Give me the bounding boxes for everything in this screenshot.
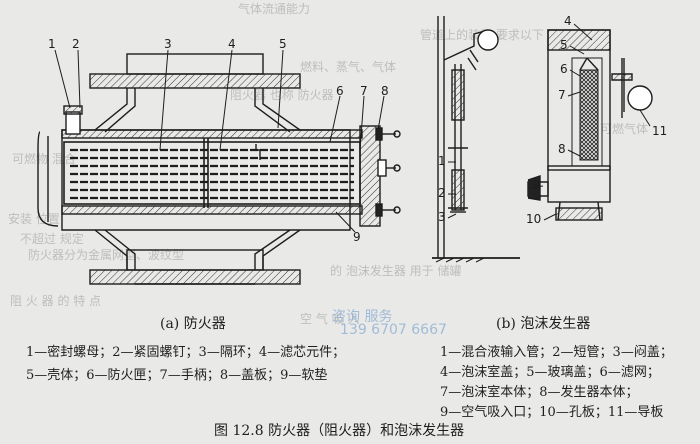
shell (61, 129, 351, 231)
bleed-text: 燃料、蒸气、气体 (300, 60, 397, 74)
arrester-label-6: 6 (336, 84, 344, 98)
foam-label-9: 9 (533, 178, 541, 192)
bleed-text: 阻火器 也称 防火器 (230, 88, 334, 102)
bleed-text: 空 气 吸 入 (300, 312, 360, 326)
arrester-label-8: 8 (381, 84, 389, 98)
figure-title: 图 12.8 防火器（阻火器）和泡沫发生器 (214, 423, 465, 439)
orifice-plate (555, 207, 603, 221)
bleed-text: 不超过 规定 (20, 232, 84, 246)
bleed-text: 的 泡沫发生器 用于 储罐 (330, 264, 462, 278)
foam-label-6: 6 (560, 62, 568, 76)
foam-label-3: 3 (438, 210, 446, 224)
foam-label-4: 4 (564, 14, 572, 28)
legend-b-line: 7—泡沫室本体；8—发生器本体； (440, 385, 639, 400)
legend-a-line: 5—壳体；6—防火匣；7—手柄；8—盖板；9—软垫 (26, 368, 328, 383)
arrester-label-7: 7 (360, 84, 368, 98)
bottom-flange (89, 269, 301, 285)
foam-label-10: 10 (526, 212, 542, 226)
legend-b-line: 9—空气吸入口；10—孔板；11—导板 (440, 405, 664, 420)
foam-label-1: 1 (438, 154, 446, 168)
foam-label-5: 5 (560, 38, 568, 52)
bleed-text: 防火器分为金属网型、波纹型 (28, 248, 185, 262)
watermark-line-2: 139 6707 6667 (340, 322, 447, 338)
arrester-label-1: 1 (48, 37, 56, 51)
foam-label-8: 8 (558, 142, 566, 156)
arrester-label-4: 4 (228, 37, 236, 51)
foam-label-2: 2 (438, 186, 446, 200)
watermark-line-1: 咨询 服务 (332, 309, 393, 325)
legend-b-line: 4—泡沫室盖；5—玻璃盖；6—滤网； (440, 365, 660, 380)
bleed-text: 可燃物 混合 (12, 152, 76, 166)
arrester-label-9: 9 (353, 230, 361, 244)
arrester-label-3: 3 (164, 37, 172, 51)
sealing-nut (65, 111, 81, 135)
foam-label-11: 11 (652, 124, 668, 138)
legend-a-line: 1—密封螺母；2—紧固螺钉；3—隔环；4—滤芯元件； (26, 345, 346, 360)
foam-label-7: 7 (558, 88, 566, 102)
top-flange (89, 73, 301, 89)
bleed-text: 气体流通能力 (238, 2, 311, 16)
caption-a: (a) 防火器 (160, 316, 226, 332)
arrester-label-5: 5 (279, 37, 287, 51)
bleed-text: 阻 火 器 的 特 点 (10, 294, 102, 308)
caption-b: (b) 泡沫发生器 (496, 316, 591, 332)
bleed-text: 安装 位置 (8, 212, 60, 226)
bleed-text: 可燃气体 (600, 122, 649, 136)
legend-b-line: 1—混合液输入管；2—短管；3—闷盖； (440, 345, 673, 360)
foam-generator-drawing (432, 16, 653, 263)
arrester-label-2: 2 (72, 37, 80, 51)
